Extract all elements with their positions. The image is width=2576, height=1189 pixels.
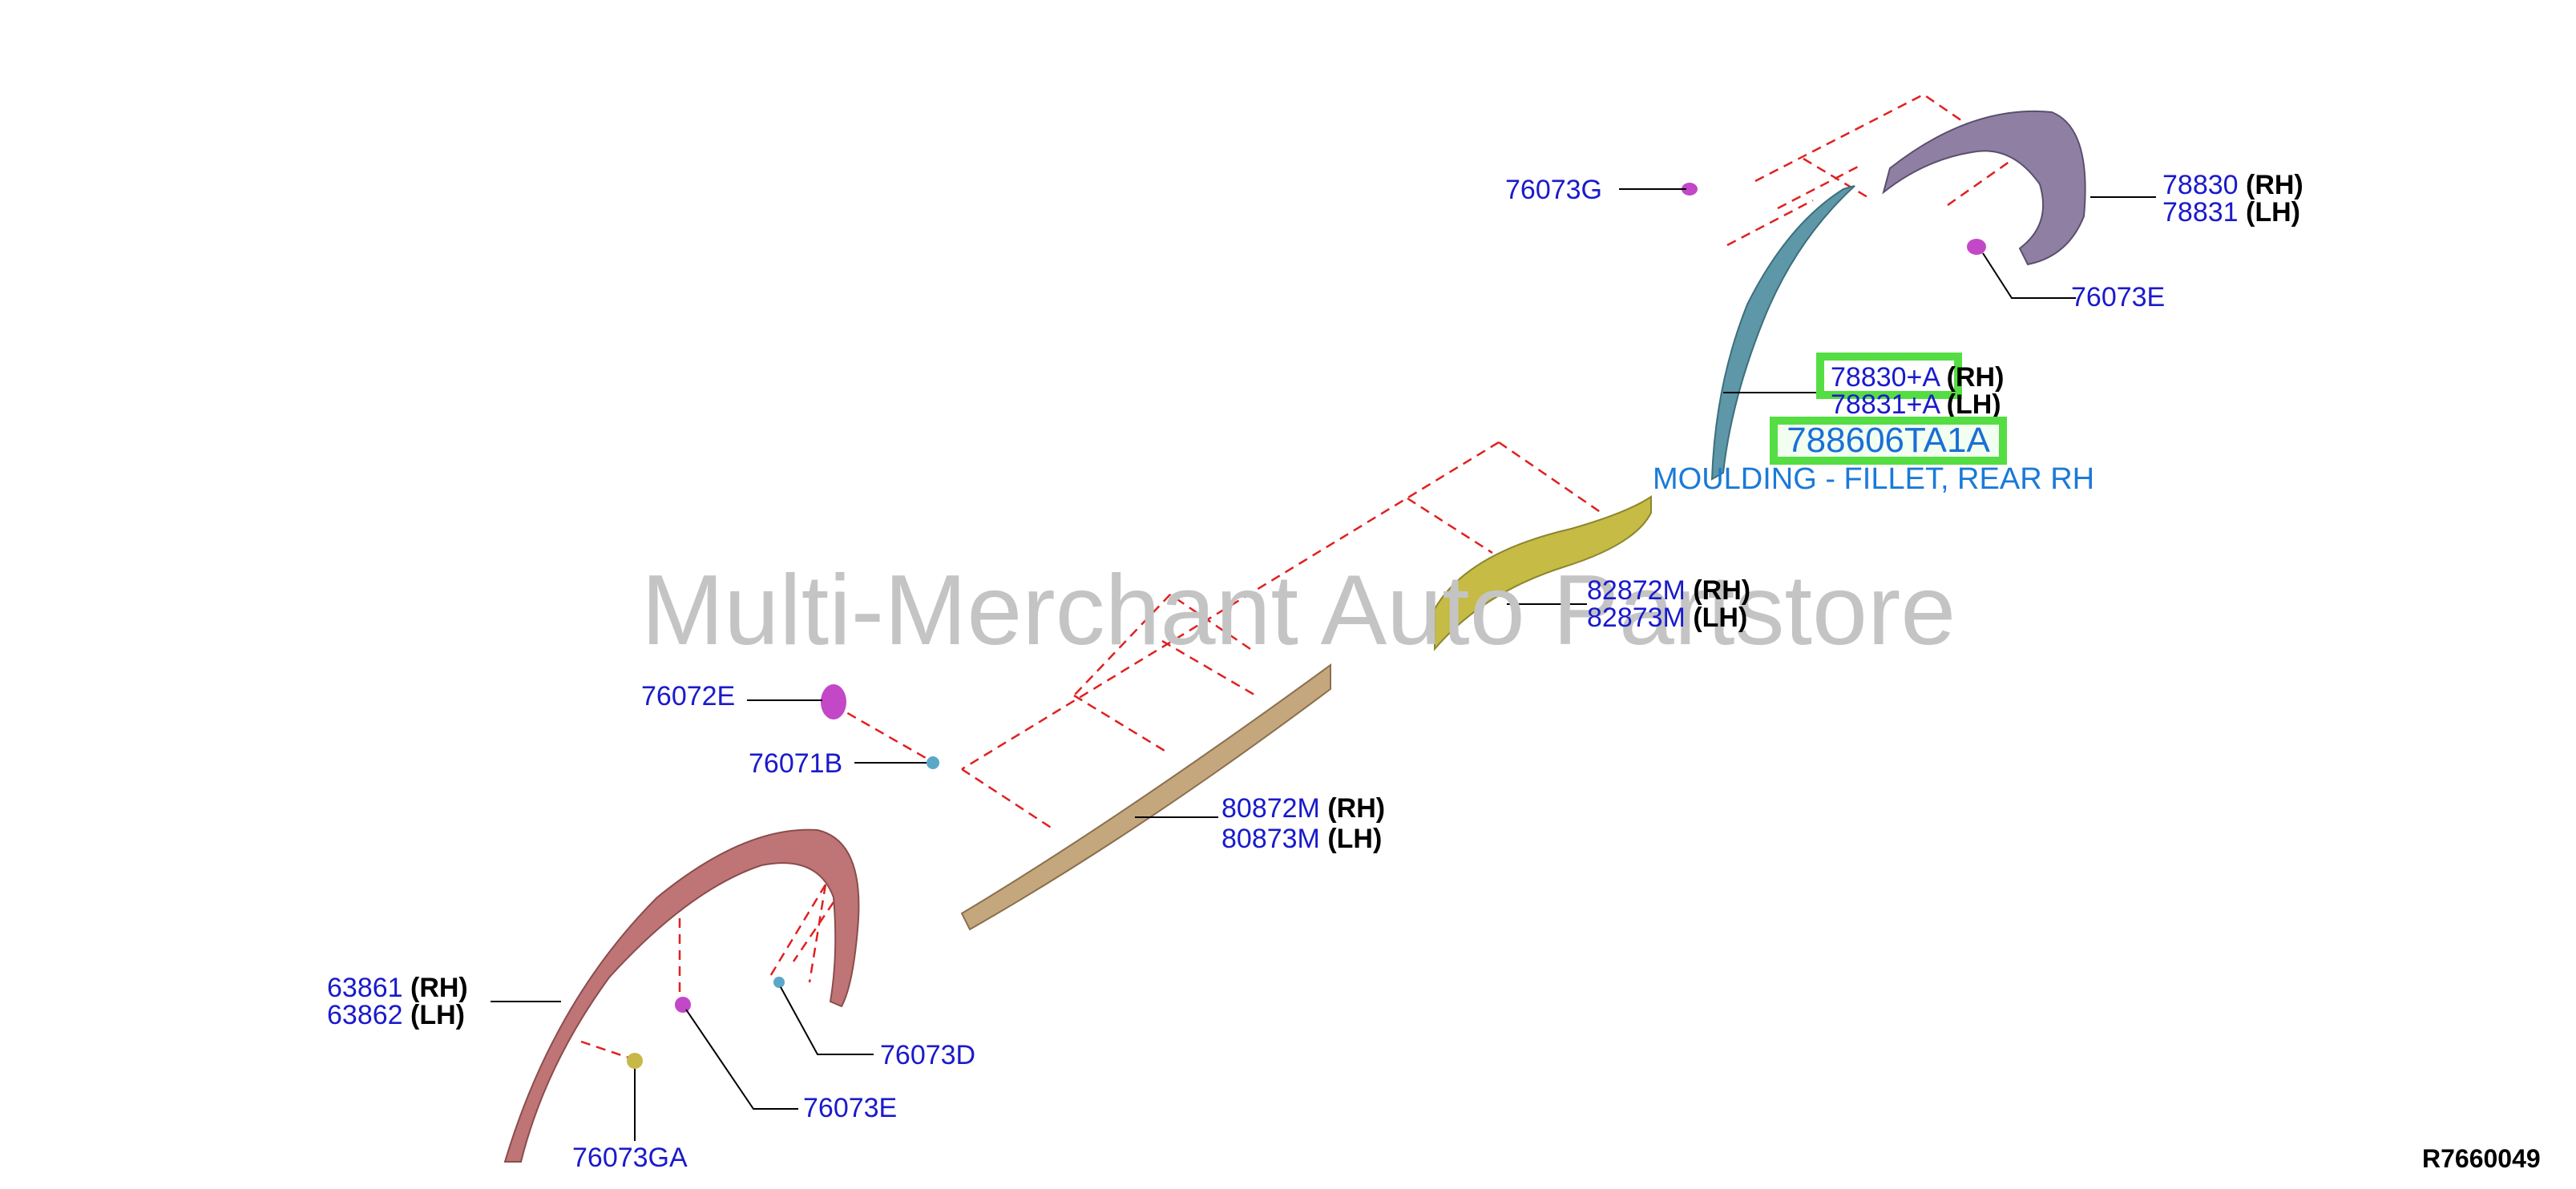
watermark: Multi-Merchant Auto Partstore (641, 555, 1956, 666)
clip-76073E-rear[interactable] (1967, 239, 1986, 255)
part-number: 63862 (327, 1000, 403, 1030)
callout-76073E-front[interactable]: 76073E (803, 1094, 897, 1122)
callout-76071B[interactable]: 76071B (749, 750, 842, 777)
clip-76073E-front[interactable] (675, 997, 691, 1013)
part-number: 76071B (749, 748, 843, 779)
rear-wheel-arch-moulding[interactable] (1882, 110, 2086, 266)
side-indicator: (RH) (1327, 793, 1386, 824)
highlight-box-78830A (1816, 353, 1962, 399)
side-indicator: (RH) (2246, 170, 2303, 200)
callout-80872M[interactable]: 80872M (RH) (1221, 795, 1385, 822)
part-number: 78830+A (1831, 362, 1940, 393)
selected-part-description: MOULDING - FILLET, REAR RH (1653, 462, 2095, 496)
side-indicator: (LH) (410, 1000, 465, 1030)
part-number: 80873M (1221, 824, 1320, 854)
front-wheel-arch-moulding[interactable] (503, 828, 860, 1163)
side-indicator: (RH) (1693, 575, 1751, 606)
part-number: 76073E (803, 1093, 898, 1123)
part-number: 78831 (2162, 197, 2239, 228)
part-number: 82873M (1587, 603, 1686, 633)
clip-76073G[interactable] (1682, 183, 1698, 195)
clip-76072E[interactable] (821, 684, 846, 719)
diagram-reference-code: R7660049 (2422, 1144, 2541, 1173)
callout-76072E[interactable]: 76072E (641, 683, 735, 710)
part-number: 76073GA (572, 1143, 688, 1173)
callout-76073GA[interactable]: 76073GA (572, 1144, 688, 1171)
part-number: 78831+A (1831, 389, 1940, 420)
callout-78831[interactable]: 78831 (LH) (2162, 199, 2300, 226)
callout-78831A[interactable]: 78831+A (LH) (1831, 391, 2001, 418)
clip-76071B[interactable] (927, 756, 939, 769)
sill-extension-moulding[interactable] (1434, 495, 1652, 651)
callout-63862[interactable]: 63862 (LH) (327, 1002, 465, 1029)
part-number: 63861 (327, 973, 403, 1003)
clip-76073GA[interactable] (627, 1053, 643, 1069)
part-number: 76072E (641, 681, 736, 711)
clip-76073D[interactable] (773, 977, 785, 988)
part-number: 76073E (2071, 282, 2166, 312)
callout-82873M[interactable]: 82873M (LH) (1587, 604, 1747, 631)
side-indicator: (RH) (410, 973, 468, 1003)
selected-part-number[interactable]: 788606TA1A (1770, 417, 2007, 465)
part-number: 78830 (2162, 170, 2239, 200)
callout-76073D[interactable]: 76073D (880, 1042, 975, 1069)
assembly-guide-lines (580, 93, 2035, 1061)
callout-78830A[interactable]: 78830+A (RH) (1831, 364, 2004, 391)
callout-78830[interactable]: 78830 (RH) (2162, 171, 2303, 199)
side-indicator: (LH) (1327, 824, 1383, 854)
part-number: 76073D (880, 1040, 976, 1070)
part-number: 82872M (1587, 575, 1686, 606)
part-number: 80872M (1221, 793, 1320, 824)
callout-80873M[interactable]: 80873M (LH) (1221, 825, 1382, 852)
callout-63861[interactable]: 63861 (RH) (327, 974, 468, 1002)
rear-fillet-moulding[interactable] (1710, 185, 1855, 481)
callout-82872M[interactable]: 82872M (RH) (1587, 577, 1750, 604)
side-indicator: (LH) (2246, 197, 2300, 228)
side-indicator: (RH) (1946, 362, 2005, 393)
callout-leader-lines (491, 188, 2156, 1141)
side-sill-moulding[interactable] (960, 663, 1331, 931)
side-indicator: (LH) (1946, 389, 2001, 420)
callout-76073E-rear[interactable]: 76073E (2071, 284, 2165, 311)
callout-76073G[interactable]: 76073G (1505, 176, 1602, 204)
side-indicator: (LH) (1693, 603, 1748, 633)
part-number: 76073G (1505, 175, 1602, 205)
